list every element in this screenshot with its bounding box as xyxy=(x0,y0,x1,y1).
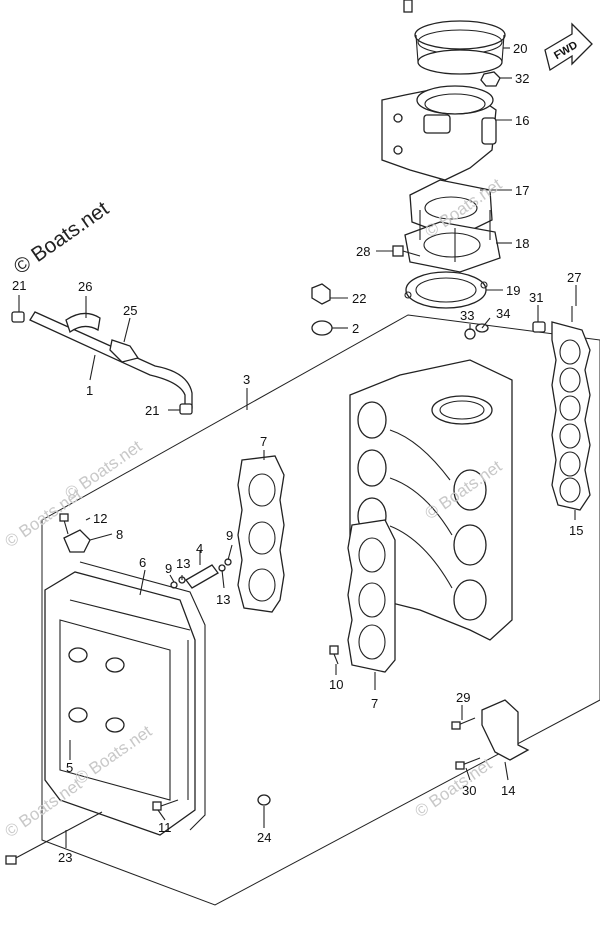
callout-4: 4 xyxy=(196,541,203,556)
connector-pipe xyxy=(185,564,219,589)
callout-11: 11 xyxy=(158,820,172,835)
fitting xyxy=(311,283,331,305)
bracket xyxy=(481,699,530,761)
assembly-outline xyxy=(41,314,600,906)
callout-15: 15 xyxy=(569,523,583,538)
callout-8: 8 xyxy=(116,527,123,542)
callout-7-left: 7 xyxy=(260,434,267,449)
watermark-faint-2: © Boats.net xyxy=(1,774,85,841)
callout-31: 31 xyxy=(529,290,543,305)
watermark-faint-6: © Boats.net xyxy=(61,436,145,503)
callout-25: 25 xyxy=(123,303,137,318)
callout-34: 34 xyxy=(496,306,510,321)
callout-32: 32 xyxy=(515,71,529,86)
callout-6: 6 xyxy=(139,555,146,570)
leader-lines xyxy=(18,47,577,848)
callout-29: 29 xyxy=(456,690,470,705)
callout-21-top: 21 xyxy=(12,278,26,293)
callout-5: 5 xyxy=(66,760,73,775)
grommet xyxy=(311,320,333,336)
throttle-body-group xyxy=(381,0,506,309)
gasket-right xyxy=(551,321,591,511)
callout-30: 30 xyxy=(462,783,476,798)
callout-10: 10 xyxy=(329,677,343,692)
nut-icon xyxy=(480,71,501,87)
callout-13-left: 13 xyxy=(176,556,190,571)
callout-22: 22 xyxy=(352,291,366,306)
fwd-arrow-icon: FWD xyxy=(544,22,593,72)
callout-9-left: 9 xyxy=(165,561,172,576)
callout-12: 12 xyxy=(93,511,107,526)
callout-19: 19 xyxy=(506,283,520,298)
manifold-gasket-left xyxy=(237,455,285,613)
callout-27: 27 xyxy=(567,270,581,285)
silencer-cover xyxy=(44,561,206,836)
callout-24: 24 xyxy=(257,830,271,845)
callout-17: 17 xyxy=(515,183,529,198)
callout-2: 2 xyxy=(352,321,359,336)
callout-23: 23 xyxy=(58,850,72,865)
callout-20: 20 xyxy=(513,41,527,56)
hose-group xyxy=(11,311,193,415)
callout-9-right: 9 xyxy=(226,528,233,543)
callout-7-right: 7 xyxy=(371,696,378,711)
callout-3: 3 xyxy=(243,372,250,387)
callout-21-lower: 21 xyxy=(145,403,159,418)
callout-14: 14 xyxy=(501,783,515,798)
callout-28: 28 xyxy=(356,244,370,259)
callout-26: 26 xyxy=(78,279,92,294)
sensor xyxy=(63,529,91,553)
callout-18: 18 xyxy=(515,236,529,251)
manifold-gasket-front xyxy=(347,519,396,673)
callout-16: 16 xyxy=(515,113,529,128)
watermark-main: © Boats.net xyxy=(10,197,113,279)
callout-1: 1 xyxy=(86,383,93,398)
callout-13-right: 13 xyxy=(216,592,230,607)
callout-33: 33 xyxy=(460,308,474,323)
callout-labels: 20 32 16 17 18 28 19 27 22 31 33 34 2 21… xyxy=(12,41,583,865)
watermark-faint-3: © Boats.net xyxy=(411,754,495,821)
